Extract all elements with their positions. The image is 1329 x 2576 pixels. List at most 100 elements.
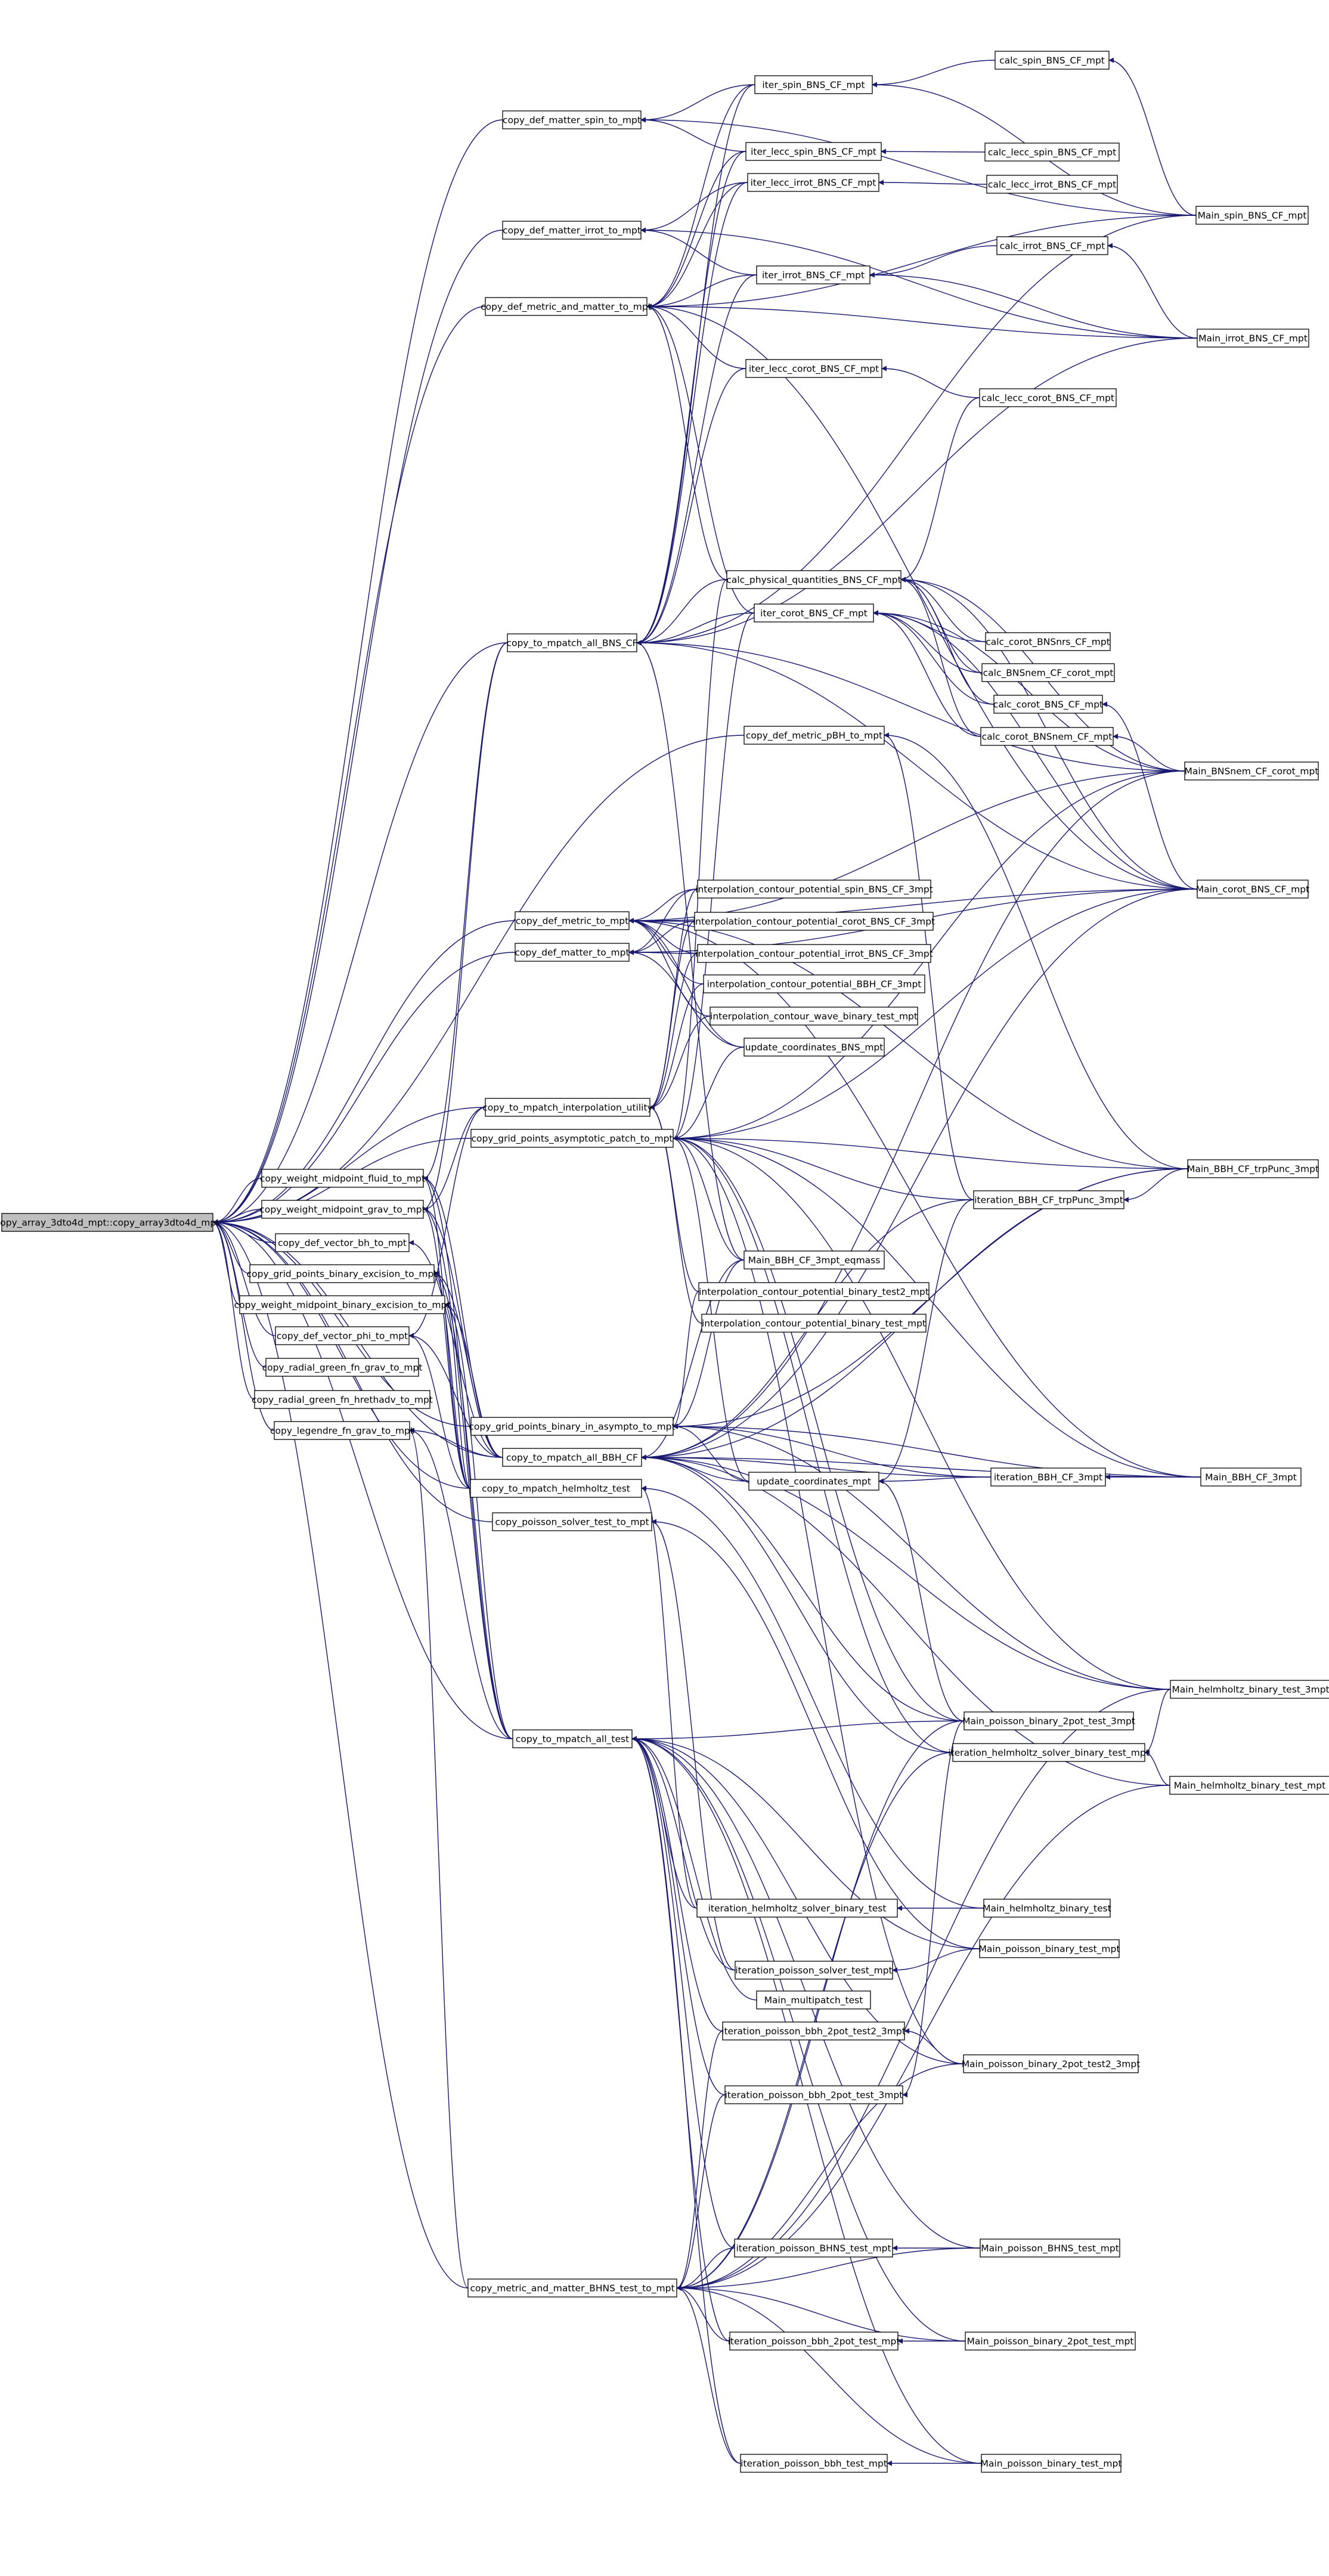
function-node-box <box>261 1200 424 1219</box>
function-node-label: iter_lecc_irrot_BNS_CF_mpt <box>751 178 876 189</box>
call-edge <box>631 1736 723 2032</box>
function-node[interactable]: iteration_poisson_bbh_test_mpt <box>740 2454 888 2473</box>
function-node[interactable]: calc_corot_BNSnrs_CF_mpt <box>985 632 1111 651</box>
function-node[interactable]: copy_def_metric_and_matter_to_mpt <box>481 297 652 316</box>
function-node[interactable]: copy_weight_midpoint_binary_excision_to_… <box>234 1295 451 1314</box>
function-node-box <box>979 1939 1120 1958</box>
function-node[interactable]: copy_to_mpatch_all_test <box>512 1729 633 1748</box>
function-node[interactable]: Main_BNSnem_CF_corot_mpt <box>1184 761 1319 781</box>
function-node[interactable]: iteration_BBH_CF_3mpt <box>990 1467 1106 1487</box>
function-node[interactable]: iter_lecc_irrot_BNS_CF_mpt <box>747 173 879 192</box>
function-node[interactable]: copy_def_matter_to_mpt <box>515 943 630 962</box>
function-node[interactable]: calc_lecc_corot_BNS_CF_mpt <box>979 388 1117 407</box>
function-node[interactable]: copy_radial_green_fn_grav_to_mpt <box>262 1358 423 1377</box>
call-edge <box>646 304 1198 339</box>
function-node[interactable]: Main_BBH_CF_3mpt_eqmass <box>744 1250 885 1270</box>
function-node[interactable]: copy_grid_points_binary_in_asympto_to_mp… <box>469 1417 676 1436</box>
call-edge <box>423 1175 513 1739</box>
function-node[interactable]: copy_to_mpatch_helmholtz_test <box>470 1479 642 1498</box>
function-node-box <box>996 236 1108 255</box>
function-node[interactable]: interpolation_contour_potential_spin_BNS… <box>695 880 933 899</box>
function-node[interactable]: copy_to_mpatch_all_BBH_CF <box>502 1448 642 1467</box>
function-node[interactable]: iteration_poisson_bbh_2pot_test_3mpt <box>724 2085 903 2104</box>
function-node[interactable]: interpolation_contour_potential_corot_BN… <box>693 912 935 931</box>
function-node[interactable]: copy_legendre_fn_grav_to_mpt <box>270 1421 414 1440</box>
function-node[interactable]: calc_physical_quantities_BNS_CF_mpt <box>726 570 902 589</box>
function-node[interactable]: copy_metric_and_matter_BHNS_test_to_mpt <box>467 2278 677 2298</box>
function-node[interactable]: interpolation_contour_potential_binary_t… <box>698 1282 930 1301</box>
function-node[interactable]: copy_to_mpatch_all_BNS_CF <box>506 633 638 652</box>
function-node[interactable]: copy_def_metric_to_mpt <box>515 911 630 930</box>
function-node[interactable]: Main_poisson_binary_2pot_test_3mpt <box>962 1711 1135 1730</box>
function-node[interactable]: iter_lecc_spin_BNS_CF_mpt <box>745 142 882 161</box>
function-node-box <box>502 221 642 240</box>
call-edge <box>673 579 727 1141</box>
function-node[interactable]: Main_spin_BNS_CF_mpt <box>1195 206 1309 225</box>
function-node[interactable]: Main_poisson_binary_2pot_test2_3mpt <box>962 2054 1141 2073</box>
function-node[interactable]: copy_grid_points_binary_excision_to_mpt <box>247 1264 438 1283</box>
function-node[interactable]: calc_corot_BNSnem_CF_mpt <box>980 727 1114 746</box>
function-node[interactable]: iteration_helmholtz_solver_binary_test_m… <box>948 1743 1150 1762</box>
function-node[interactable]: Main_poisson_binary_test_mpt <box>979 1939 1120 1958</box>
function-node[interactable]: interpolation_contour_potential_irrot_BN… <box>695 944 933 963</box>
call-edge <box>212 1219 276 1336</box>
function-node[interactable]: copy_def_vector_phi_to_mpt <box>275 1326 410 1345</box>
function-node[interactable]: Main_helmholtz_binary_test_mpt <box>1169 1776 1329 1795</box>
function-node[interactable]: iteration_poisson_solver_test_mpt <box>735 1961 893 1980</box>
function-node[interactable]: calc_irrot_BNS_CF_mpt <box>996 236 1108 255</box>
function-node[interactable]: interpolation_contour_potential_BBH_CF_3… <box>703 974 925 993</box>
call-edge <box>212 1219 255 1400</box>
call-edge <box>423 642 508 1212</box>
function-node[interactable]: iteration_poisson_BHNS_test_mpt <box>734 2238 893 2258</box>
function-node[interactable]: Main_corot_BNS_CF_mpt <box>1196 880 1309 899</box>
function-node[interactable]: Main_BBH_CF_3mpt <box>1200 1467 1302 1487</box>
function-node[interactable]: Main_helmholtz_binary_test_3mpt <box>1170 1680 1329 1699</box>
function-node[interactable]: copy_weight_midpoint_grav_to_mpt <box>259 1200 426 1219</box>
function-node[interactable]: copy_def_matter_spin_to_mpt <box>502 110 642 129</box>
function-node[interactable]: copy_radial_green_fn_hrethadv_to_mpt <box>252 1390 433 1409</box>
function-node[interactable]: iter_corot_BNS_CF_mpt <box>754 603 874 623</box>
function-node[interactable]: copy_def_vector_bh_to_mpt <box>275 1233 410 1252</box>
function-node-box <box>984 143 1120 162</box>
function-node[interactable]: Main_poisson_BHNS_test_mpt <box>980 2238 1120 2258</box>
function-node-box <box>980 727 1114 746</box>
function-node[interactable]: calc_lecc_spin_BNS_CF_mpt <box>984 143 1120 162</box>
function-node[interactable]: copy_weight_midpoint_fluid_to_mpt <box>260 1169 425 1188</box>
function-node[interactable]: Main_poisson_binary_test_mpt <box>981 2454 1122 2473</box>
function-node[interactable]: iteration_BBH_CF_trpPunc_3mpt <box>973 1190 1124 1209</box>
call-edge <box>673 1135 749 1482</box>
function-node[interactable]: interpolation_contour_potential_binary_t… <box>701 1314 927 1333</box>
function-node[interactable]: calc_spin_BNS_CF_mpt <box>995 51 1110 70</box>
function-node[interactable]: Main_helmholtz_binary_test <box>983 1899 1111 1918</box>
function-node[interactable]: calc_corot_BNS_CF_mpt <box>993 695 1103 714</box>
function-node[interactable]: copy_grid_points_asymptotic_patch_to_mpt <box>470 1129 674 1148</box>
function-node[interactable]: update_coordinates_BNS_mpt <box>744 1038 885 1057</box>
function-node-label: copy_def_metric_to_mpt <box>516 916 628 927</box>
function-node[interactable]: calc_lecc_irrot_BNS_CF_mpt <box>986 175 1118 194</box>
function-node[interactable]: calc_BNSnem_CF_corot_mpt <box>981 663 1115 682</box>
function-node[interactable]: copy_to_mpatch_interpolation_utility <box>482 1098 653 1117</box>
call-edge <box>673 1135 964 2064</box>
function-node[interactable]: interpolation_contour_wave_binary_test_m… <box>710 1007 918 1026</box>
function-node[interactable]: copy_poisson_solver_test_to_mpt <box>492 1512 652 1531</box>
function-node[interactable]: Main_poisson_binary_2pot_test_mpt <box>965 2332 1136 2351</box>
function-node-label: calc_physical_quantities_BNS_CF_mpt <box>726 575 901 586</box>
function-node-label: iteration_poisson_bbh_test_mpt <box>741 2459 887 2470</box>
function-node-box <box>485 297 648 316</box>
function-node[interactable]: iter_spin_BNS_CF_mpt <box>754 75 873 94</box>
function-node[interactable]: copy_def_metric_pBH_to_mpt <box>744 726 885 745</box>
call-edge <box>676 2247 981 2291</box>
function-node[interactable]: Main_irrot_BNS_CF_mpt <box>1197 329 1309 348</box>
function-node-box <box>986 175 1118 194</box>
function-node[interactable]: iteration_helmholtz_solver_binary_test <box>696 1899 898 1918</box>
root-function-node[interactable]: copy_array_3dto4d_mpt::copy_array3dto4d_… <box>0 1213 219 1232</box>
function-node[interactable]: Main_multipatch_test <box>756 1990 871 2010</box>
function-node[interactable]: iter_irrot_BNS_CF_mpt <box>756 265 870 284</box>
function-node[interactable]: iteration_poisson_bbh_2pot_test2_3mpt <box>721 2021 906 2041</box>
function-node[interactable]: iter_lecc_corot_BNS_CF_mpt <box>745 359 882 378</box>
function-node[interactable]: Main_BBH_CF_trpPunc_3mpt <box>1187 1159 1319 1178</box>
function-node[interactable]: iteration_poisson_bbh_2pot_test_mpt <box>728 2332 900 2351</box>
call-edge <box>646 151 746 309</box>
function-node[interactable]: copy_def_matter_irrot_to_mpt <box>502 221 642 240</box>
function-node[interactable]: update_coordinates_mpt <box>748 1472 879 1491</box>
